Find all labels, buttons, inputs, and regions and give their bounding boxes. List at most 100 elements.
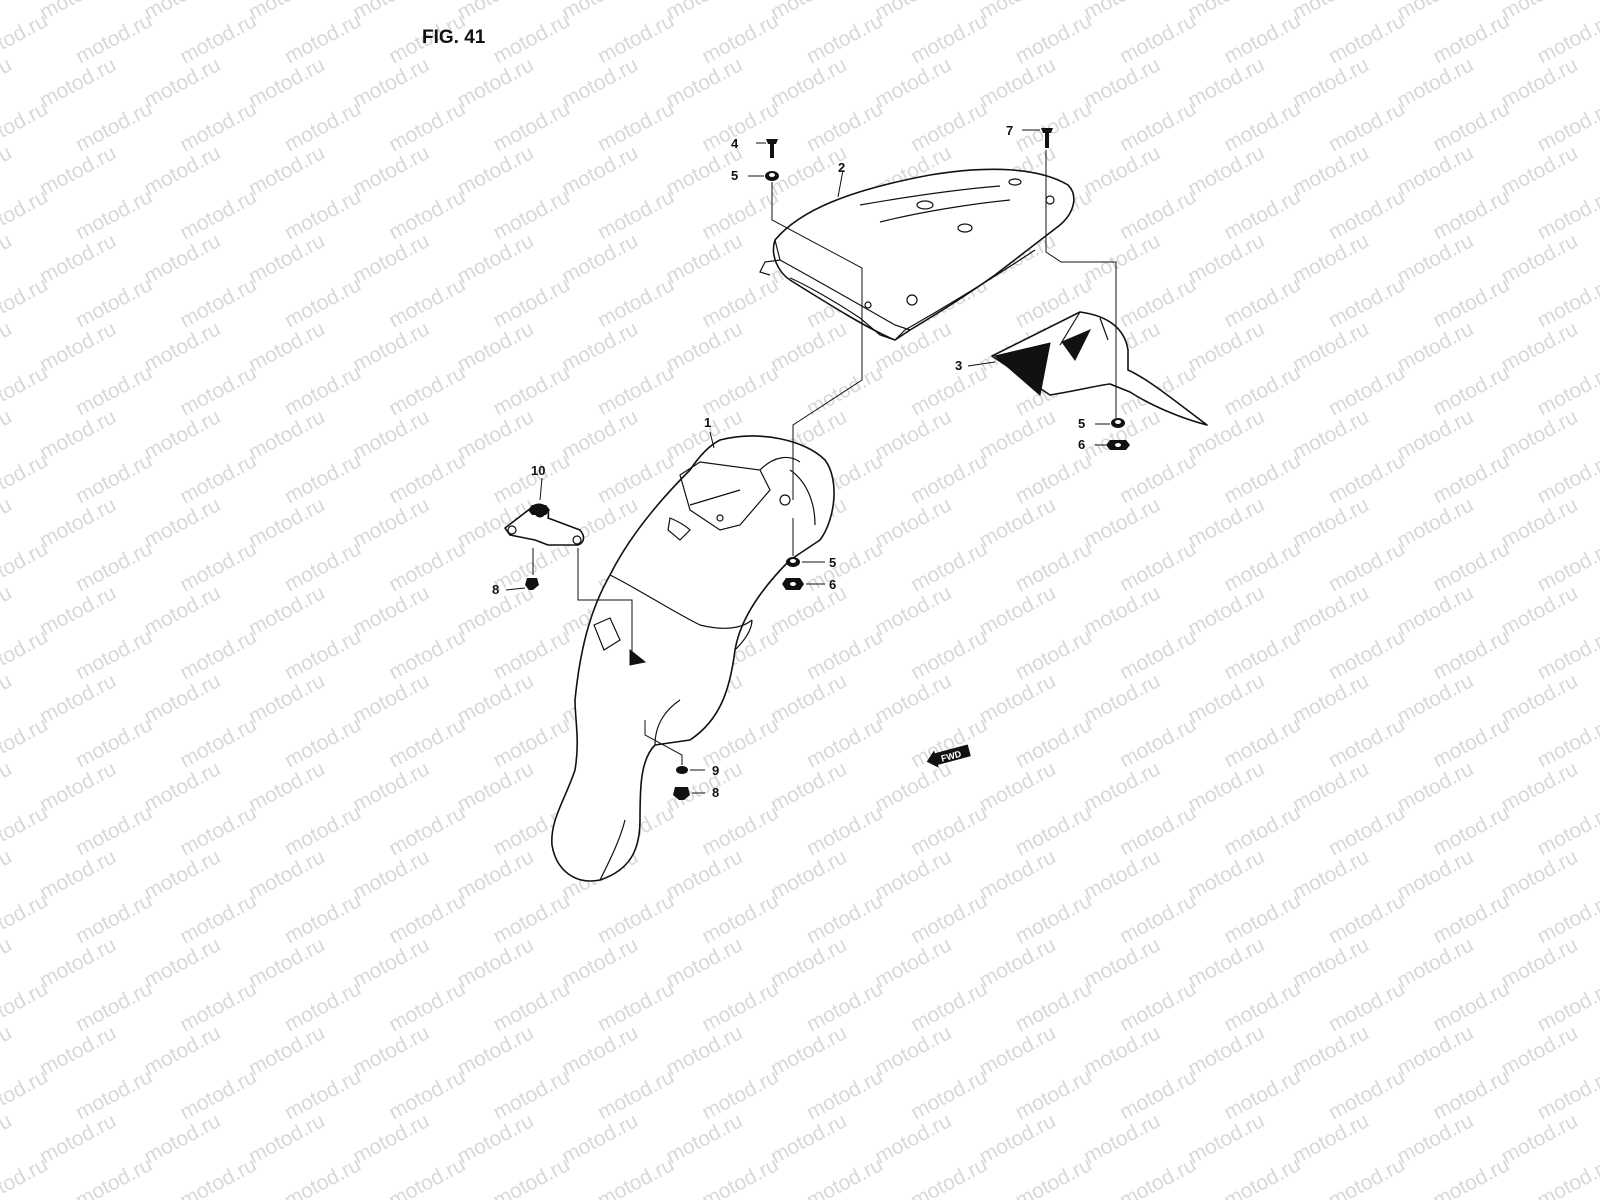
watermark-text: motod.ru (281, 537, 365, 596)
watermark-text: motod.ru (1429, 97, 1513, 156)
watermark-text: motod.ru (1220, 1065, 1304, 1124)
watermark-text: motod.ru (36, 933, 120, 992)
watermark-text: motod.ru (72, 625, 156, 684)
watermark-text: motod.ru (72, 537, 156, 596)
watermark-text: motod.ru (1184, 581, 1268, 640)
watermark-text: motod.ru (1220, 9, 1304, 68)
watermark-text: motod.ru (976, 845, 1060, 904)
watermark-text: motod.ru (662, 53, 746, 112)
watermark-text: motod.ru (36, 757, 120, 816)
watermark-text: motod.ru (558, 141, 642, 200)
watermark-text: motod.ru (281, 801, 365, 860)
watermark-text: motod.ru (281, 449, 365, 508)
watermark-text: motod.ru (176, 1153, 260, 1200)
watermark-text: motod.ru (1289, 1021, 1373, 1080)
watermark-text: motod.ru (1429, 625, 1513, 684)
watermark-text: motod.ru (349, 1021, 433, 1080)
watermark-text: motod.ru (871, 669, 955, 728)
watermark-text: motod.ru (907, 537, 991, 596)
watermark-text: motod.ru (140, 845, 224, 904)
watermark-text: motod.ru (36, 1021, 120, 1080)
watermark-text: motod.ru (281, 185, 365, 244)
watermark-text: motod.ru (36, 845, 120, 904)
watermark-text: motod.ru (1325, 977, 1409, 1036)
watermark-text: motod.ru (176, 361, 260, 420)
watermark-text: motod.ru (1498, 845, 1582, 904)
watermark-text: motod.ru (72, 977, 156, 1036)
watermark-text: motod.ru (1184, 1021, 1268, 1080)
watermark-text: motod.ru (72, 801, 156, 860)
watermark-text: motod.ru (1429, 185, 1513, 244)
watermark-text: motod.ru (245, 493, 329, 552)
watermark-text: motod.ru (0, 845, 16, 904)
leader-lines (505, 129, 1117, 794)
watermark-text: motod.ru (176, 889, 260, 948)
watermark-text: motod.ru (698, 801, 782, 860)
watermark-text: motod.ru (907, 625, 991, 684)
watermark-text: motod.ru (245, 405, 329, 464)
watermark-text: motod.ru (454, 141, 538, 200)
watermark-text: motod.ru (698, 361, 782, 420)
watermark-text: motod.ru (1498, 317, 1582, 376)
watermark-text: motod.ru (767, 53, 851, 112)
watermark-text: motod.ru (1429, 537, 1513, 596)
watermark-text: motod.ru (1080, 141, 1164, 200)
watermark-text: motod.ru (176, 977, 260, 1036)
watermark-text: motod.ru (0, 581, 16, 640)
watermark-text: motod.ru (976, 669, 1060, 728)
watermark-text: motod.ru (349, 581, 433, 640)
watermark-text: motod.ru (1289, 405, 1373, 464)
watermark-text: motod.ru (1289, 933, 1373, 992)
watermark-text: motod.ru (558, 1021, 642, 1080)
watermark-text: motod.ru (140, 141, 224, 200)
watermark-text: motod.ru (385, 361, 469, 420)
watermark-text: motod.ru (558, 317, 642, 376)
watermark-text: motod.ru (1080, 0, 1164, 24)
watermark-text: motod.ru (349, 757, 433, 816)
watermark-text: motod.ru (871, 581, 955, 640)
watermark-text: motod.ru (454, 757, 538, 816)
watermark-text: motod.ru (1012, 1153, 1096, 1200)
watermark-text: motod.ru (1080, 405, 1164, 464)
watermark-text: motod.ru (698, 9, 782, 68)
watermark-text: motod.ru (0, 1153, 52, 1200)
watermark-text: motod.ru (385, 97, 469, 156)
watermark-text: motod.ru (140, 933, 224, 992)
watermark-text: motod.ru (1498, 581, 1582, 640)
fasteners (525, 128, 1130, 800)
watermark-text: motod.ru (698, 97, 782, 156)
watermark-text: motod.ru (176, 97, 260, 156)
watermark-text: motod.ru (1498, 1021, 1582, 1080)
watermark-text: motod.ru (245, 581, 329, 640)
watermark-text: motod.ru (385, 801, 469, 860)
watermark-text: motod.ru (976, 1021, 1060, 1080)
watermark-text: motod.ru (176, 625, 260, 684)
watermark-text: motod.ru (1393, 757, 1477, 816)
watermark-text: motod.ru (72, 449, 156, 508)
watermark-text: motod.ru (245, 757, 329, 816)
watermark-text: motod.ru (1012, 537, 1096, 596)
watermark-text: motod.ru (1498, 229, 1582, 288)
watermark-text: motod.ru (558, 0, 642, 24)
watermark-text: motod.ru (594, 9, 678, 68)
watermark-text: motod.ru (176, 449, 260, 508)
watermark-text: motod.ru (907, 9, 991, 68)
watermark-text: motod.ru (907, 97, 991, 156)
watermark-text: motod.ru (1012, 977, 1096, 1036)
watermark-text: motod.ru (1080, 581, 1164, 640)
watermark-text: motod.ru (36, 141, 120, 200)
watermark-text: motod.ru (454, 933, 538, 992)
watermark-text: motod.ru (1220, 713, 1304, 772)
watermark-text: motod.ru (1012, 97, 1096, 156)
part-1-rear-fender (551, 435, 835, 882)
watermark-text: motod.ru (1393, 53, 1477, 112)
watermark-text: motod.ru (1289, 1109, 1373, 1168)
watermark-text: motod.ru (976, 493, 1060, 552)
watermark-text: motod.ru (454, 405, 538, 464)
watermark-text: motod.ru (698, 273, 782, 332)
watermark-text: motod.ru (662, 933, 746, 992)
watermark-text: motod.ru (454, 845, 538, 904)
watermark-text: motod.ru (767, 1109, 851, 1168)
watermark-text: motod.ru (349, 0, 433, 24)
